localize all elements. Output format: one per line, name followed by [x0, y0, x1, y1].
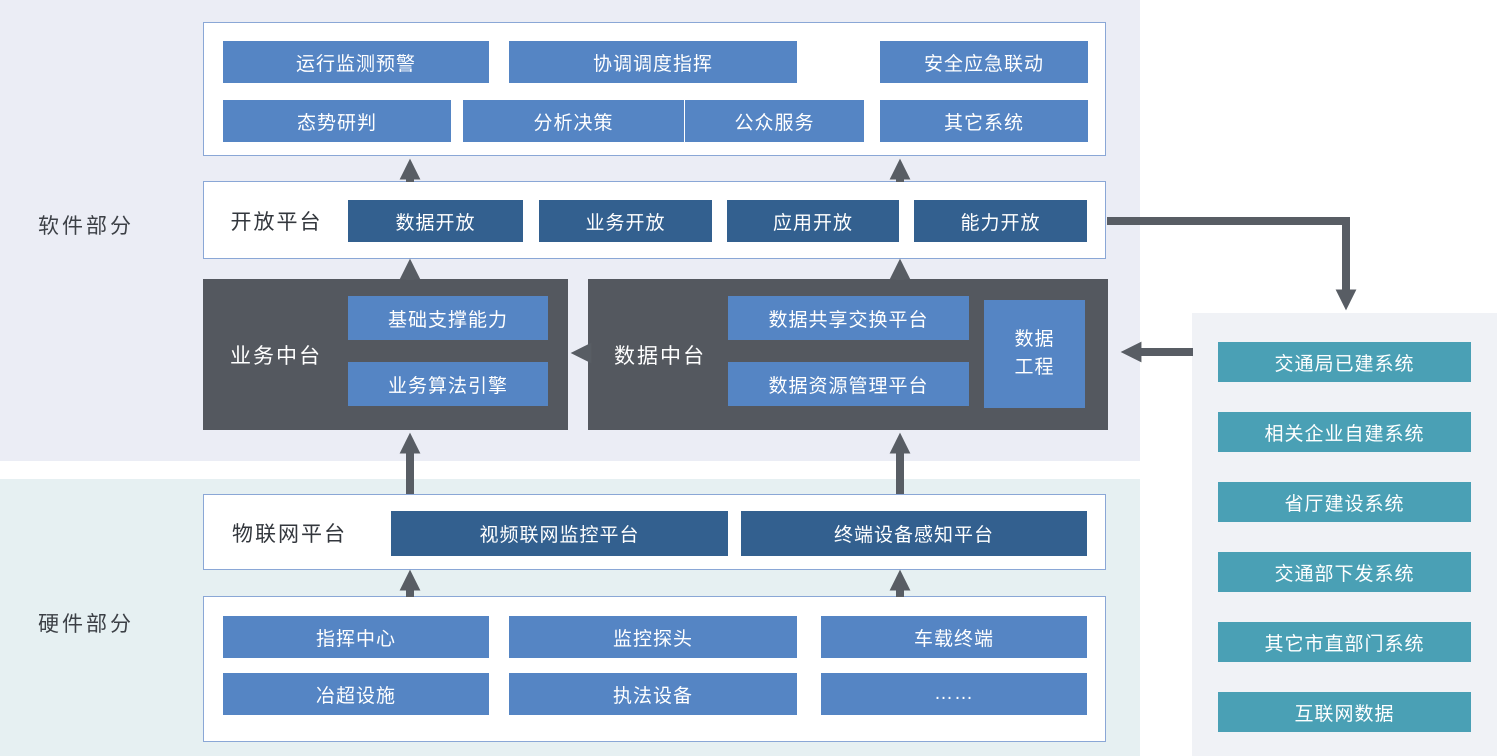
- data-center-title: 数据中台: [614, 344, 706, 368]
- node-data-open: 数据开放: [348, 200, 523, 242]
- node-ellipsis: ……: [821, 673, 1087, 715]
- node-situation-analysis: 态势研判: [223, 100, 451, 142]
- node-data-engineering: 数据 工程: [984, 300, 1085, 408]
- node-overload-control-facility: 冶超设施: [223, 673, 489, 715]
- node-analysis-decision: 分析决策: [463, 100, 684, 142]
- external-system-ministry: 交通部下发系统: [1218, 552, 1471, 592]
- node-vehicle-terminal: 车载终端: [821, 616, 1087, 658]
- open-platform-box: 开放平台 数据开放 业务开放 应用开放 能力开放: [203, 181, 1106, 259]
- node-data-sharing-platform: 数据共享交换平台: [728, 296, 969, 340]
- external-system-provincial: 省厅建设系统: [1218, 482, 1471, 522]
- node-terminal-sensing-platform: 终端设备感知平台: [741, 511, 1087, 556]
- external-system-other-city-departments: 其它市直部门系统: [1218, 622, 1471, 662]
- node-video-monitoring-platform: 视频联网监控平台: [391, 511, 728, 556]
- business-center-title: 业务中台: [230, 344, 322, 368]
- node-safety-emergency: 安全应急联动: [880, 41, 1088, 83]
- node-application-open: 应用开放: [727, 200, 899, 242]
- node-business-open: 业务开放: [539, 200, 712, 242]
- node-monitoring-warning: 运行监测预警: [223, 41, 489, 83]
- node-other-systems: 其它系统: [880, 100, 1088, 142]
- data-center-box: 数据中台 数据共享交换平台 数据资源管理平台 数据 工程: [588, 279, 1108, 430]
- arrow-open-to-external: [1107, 217, 1357, 311]
- node-monitoring-camera: 监控探头: [509, 616, 797, 658]
- iot-platform-title: 物联网平台: [232, 523, 347, 546]
- node-coordination-dispatch: 协调调度指挥: [509, 41, 797, 83]
- external-system-transport-bureau: 交通局已建系统: [1218, 342, 1471, 382]
- iot-platform-box: 物联网平台 视频联网监控平台 终端设备感知平台: [203, 494, 1106, 570]
- open-platform-title: 开放平台: [230, 211, 323, 234]
- external-systems-panel: [1192, 313, 1497, 756]
- node-basic-support: 基础支撑能力: [348, 296, 548, 340]
- node-public-service: 公众服务: [685, 100, 864, 142]
- node-capability-open: 能力开放: [914, 200, 1087, 242]
- application-layer-box: 运行监测预警 协调调度指挥 安全应急联动 态势研判 分析决策 公众服务 其它系统: [203, 22, 1106, 156]
- node-business-algorithm: 业务算法引擎: [348, 362, 548, 406]
- external-system-internet-data: 互联网数据: [1218, 692, 1471, 732]
- software-section-label: 软件部分: [38, 215, 134, 238]
- node-enforcement-equipment: 执法设备: [509, 673, 797, 715]
- node-command-center: 指挥中心: [223, 616, 489, 658]
- hardware-layer-box: 指挥中心 监控探头 车载终端 冶超设施 执法设备 ……: [203, 596, 1106, 742]
- external-system-enterprise-built: 相关企业自建系统: [1218, 412, 1471, 452]
- node-data-resource-platform: 数据资源管理平台: [728, 362, 969, 406]
- business-center-box: 业务中台 基础支撑能力 业务算法引擎: [203, 279, 568, 430]
- hardware-section-label: 硬件部分: [38, 613, 134, 636]
